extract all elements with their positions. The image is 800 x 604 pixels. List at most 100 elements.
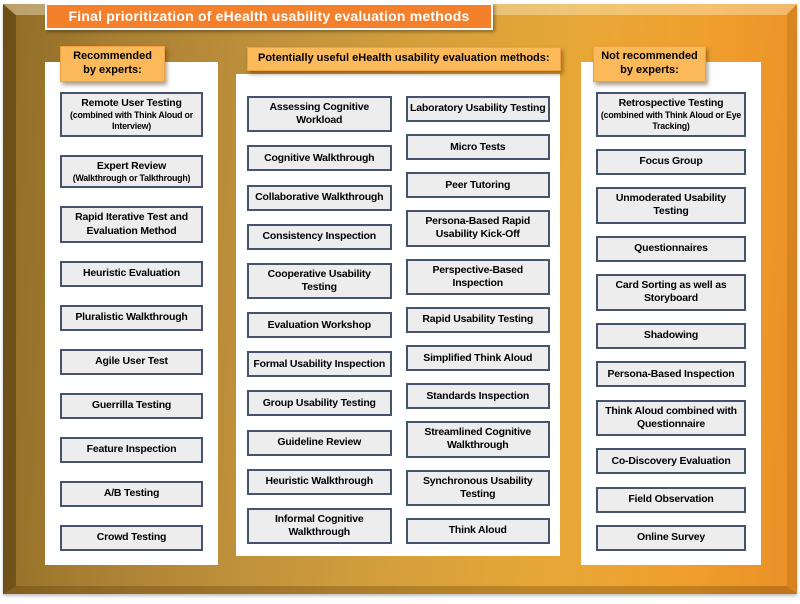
method-label: Questionnaires [634,242,708,255]
method-label: Cooperative Usability Testing [267,267,371,293]
frame-bevel-bottom [3,586,797,594]
badge-not-recommended: Not recommended by experts: [593,46,706,82]
badge-recommended: Recommended by experts: [60,46,165,82]
method-label: Consistency Inspection [262,230,377,243]
method-label: Persona-Based Inspection [607,367,735,380]
method-box: Streamlined Cognitive Walkthrough [405,421,550,458]
method-box: Remote User Testing (combined with Think… [60,92,203,137]
method-label: Feature Inspection [86,443,177,456]
frame-bevel-left [3,4,16,594]
method-label: Synchronous Usability Testing [422,474,533,500]
method-box: Card Sorting as well as Storyboard [596,274,746,311]
method-label: Rapid Iterative Test and Evaluation Meth… [75,211,188,237]
method-box: Think Aloud combined with Questionnaire [596,399,746,436]
method-label: Perspective-Based Inspection [432,263,524,289]
method-box: Retrospective Testing (combined with Thi… [596,92,746,137]
method-label: Think Aloud combined with Questionnaire [605,404,737,430]
method-box: Online Survey [596,524,746,551]
method-label: Collaborative Walkthrough [255,190,384,203]
potentially-useful-list-a: Assessing Cognitive Workload Cognitive W… [247,96,392,544]
method-label: Focus Group [639,155,703,168]
method-label: Remote User Testing [81,97,182,109]
recommended-panel: Remote User Testing (combined with Think… [45,62,218,565]
method-label: Assessing Cognitive Workload [269,101,370,127]
not-recommended-panel: Retrospective Testing (combined with Thi… [581,62,761,565]
method-box: Persona-Based Rapid Usability Kick-Off [405,210,550,247]
method-box: Formal Usability Inspection [247,351,392,378]
method-label: Rapid Usability Testing [422,313,534,326]
method-label: Persona-Based Rapid Usability Kick-Off [425,215,531,241]
method-box: Focus Group [596,148,746,175]
method-box: Unmoderated Usability Testing [596,187,746,224]
method-label: Informal Cognitive Walkthrough [274,512,364,538]
method-label: Guideline Review [277,435,362,448]
method-box: Rapid Usability Testing [405,306,550,333]
method-label: Card Sorting as well as Storyboard [615,279,727,305]
method-box: Co-Discovery Evaluation [596,448,746,475]
method-box: Crowd Testing [60,524,203,551]
method-label: Crowd Testing [96,531,167,544]
method-box: Questionnaires [596,235,746,262]
method-label: Evaluation Workshop [267,318,372,331]
method-label: Laboratory Usability Testing [410,102,546,115]
method-box: Heuristic Walkthrough [247,468,392,495]
method-box: Cognitive Walkthrough [247,145,392,172]
method-label: Unmoderated Usability Testing [615,192,727,218]
method-label: Simplified Think Aloud [423,351,533,364]
method-box: Evaluation Workshop [247,312,392,339]
method-box: Synchronous Usability Testing [405,469,550,506]
method-box: Shadowing [596,322,746,349]
method-box: Simplified Think Aloud [405,345,550,372]
method-box: Rapid Iterative Test and Evaluation Meth… [60,206,203,243]
method-label: Cognitive Walkthrough [264,151,375,164]
method-box: Peer Tutoring [405,172,550,199]
page-title: Final prioritization of eHealth usabilit… [45,3,493,30]
method-label: Heuristic Walkthrough [265,475,374,488]
method-box: Micro Tests [405,134,550,161]
method-box: Pluralistic Walkthrough [60,304,203,331]
method-box: Agile User Test [60,348,203,375]
method-label: Think Aloud [448,524,507,537]
method-box: Collaborative Walkthrough [247,184,392,211]
method-label: Micro Tests [450,140,506,153]
method-label: Guerrilla Testing [91,399,172,412]
method-box: Expert Review (Walkthrough or Talkthroug… [60,154,203,189]
method-note: (combined with Think Aloud or Interview) [70,110,193,131]
not-recommended-method-list: Retrospective Testing (combined with Thi… [581,62,761,565]
recommended-method-list: Remote User Testing (combined with Think… [45,62,218,565]
method-box: Heuristic Evaluation [60,260,203,287]
method-label: Formal Usability Inspection [253,357,386,370]
method-label: Agile User Test [95,355,168,368]
method-note: (combined with Think Aloud or Eye Tracki… [600,110,742,131]
method-box: A/B Testing [60,480,203,507]
frame-bevel-right [787,4,797,594]
method-label: Field Observation [628,492,714,505]
method-label: A/B Testing [103,487,160,500]
badge-potentially-useful: Potentially useful eHealth usability eva… [247,47,561,71]
potentially-useful-list-b: Laboratory Usability Testing Micro Tests… [405,96,550,544]
method-box: Field Observation [596,486,746,513]
method-label: Pluralistic Walkthrough [75,311,188,324]
method-label: Retrospective Testing [618,97,724,109]
method-box: Feature Inspection [60,436,203,463]
method-label: Heuristic Evaluation [83,267,180,280]
method-box: Perspective-Based Inspection [405,258,550,295]
method-label: Standards Inspection [426,389,530,402]
method-box: Group Usability Testing [247,390,392,417]
potentially-useful-panel: Assessing Cognitive Workload Cognitive W… [236,74,560,556]
method-box: Guerrilla Testing [60,392,203,419]
method-note: (Walkthrough or Talkthrough) [72,172,191,183]
method-box: Cooperative Usability Testing [247,262,392,299]
method-box: Standards Inspection [405,383,550,410]
method-box: Laboratory Usability Testing [405,96,550,122]
method-box: Informal Cognitive Walkthrough [247,507,392,544]
method-box: Assessing Cognitive Workload [247,96,392,133]
method-box: Guideline Review [247,429,392,456]
method-label: Online Survey [636,531,705,544]
method-box: Think Aloud [405,517,550,544]
method-label: Streamlined Cognitive Walkthrough [424,426,532,452]
method-box: Persona-Based Inspection [596,361,746,388]
method-label: Shadowing [643,329,699,342]
method-label: Group Usability Testing [262,396,376,409]
method-label: Expert Review [96,159,167,172]
